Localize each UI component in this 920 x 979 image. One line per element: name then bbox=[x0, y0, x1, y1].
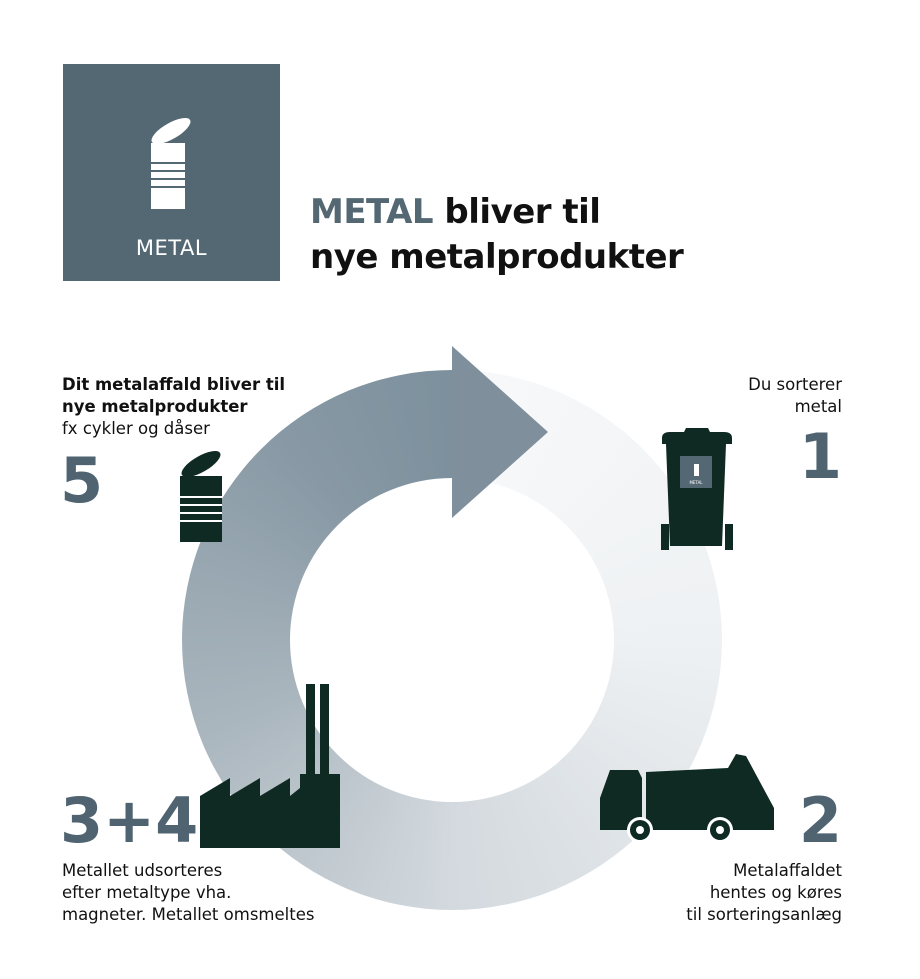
step-5-bold-line: Dit metalaffald bliver til bbox=[62, 375, 286, 394]
step-2-text: Metalaffaldet hentes og køres til sorter… bbox=[686, 860, 842, 926]
step-3-4-number: 3+4 bbox=[60, 784, 199, 857]
step-5-number: 5 bbox=[60, 444, 104, 517]
factory-icon bbox=[200, 684, 340, 848]
title-line1: bliver til bbox=[433, 192, 601, 232]
step-2-line: hentes og køres bbox=[709, 883, 842, 902]
step-3-4-line: magneter. Metallet omsmeltes bbox=[62, 905, 315, 924]
step-5-line: fx cykler og dåser bbox=[62, 419, 210, 438]
step-2-number: 2 bbox=[798, 784, 842, 857]
ring-center bbox=[290, 478, 614, 802]
step-1-text: Du sorterer metal bbox=[748, 374, 842, 418]
step-5-text: Dit metalaffald bliver til nye metalprod… bbox=[62, 374, 285, 440]
title-accent: METAL bbox=[310, 192, 434, 232]
garbage-truck-icon bbox=[600, 754, 774, 843]
metal-badge: METAL bbox=[63, 64, 280, 281]
tin-can-icon bbox=[151, 118, 191, 209]
bin-label: METAL bbox=[689, 480, 703, 485]
step-5-bold-line: nye metalprodukter bbox=[62, 397, 248, 416]
step-2-line: Metalaffaldet bbox=[733, 861, 842, 880]
step-2-line: til sorteringsanlæg bbox=[686, 905, 842, 924]
step-3-4-line: Metallet udsorteres bbox=[62, 861, 223, 880]
title-line2: nye metalprodukter bbox=[310, 237, 684, 277]
step-3-4-text: Metallet udsorteres efter metaltype vha.… bbox=[62, 860, 314, 926]
step-1-line: Du sorterer bbox=[748, 375, 842, 394]
step-1-number: 1 bbox=[798, 420, 842, 493]
page-title: METAL bliver til nye metalprodukter bbox=[310, 190, 684, 280]
step-1-line: metal bbox=[794, 397, 842, 416]
tin-can-icon bbox=[180, 451, 222, 542]
badge-label: METAL bbox=[135, 236, 208, 260]
step-3-4-line: efter metaltype vha. bbox=[62, 883, 232, 902]
wheelie-bin-icon: METAL bbox=[661, 428, 733, 550]
